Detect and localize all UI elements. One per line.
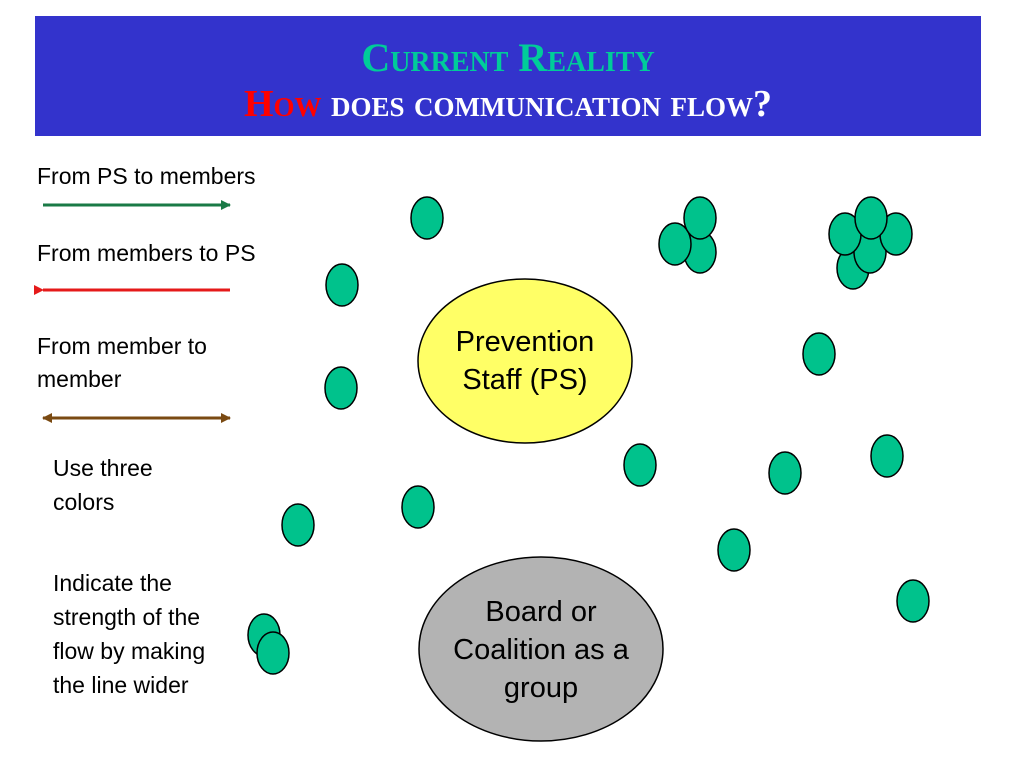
board-coalition-label: Board or Coalition as a group (453, 596, 629, 704)
note-use-three-colors: Use three colors (53, 455, 153, 515)
member-node (325, 263, 359, 307)
legend-label-member-to-member: From member to member (37, 333, 207, 392)
member-node (256, 631, 290, 675)
slide-subtitle: How does communication flow? (35, 82, 981, 126)
member-node (324, 366, 358, 410)
member-node (658, 222, 692, 266)
member-node (896, 579, 930, 623)
member-node (870, 434, 904, 478)
title-how: How (243, 83, 322, 125)
title-line-1: Current Reality (361, 35, 655, 80)
member-node (281, 503, 315, 547)
note-indicate-strength: Indicate the strength of the flow by mak… (53, 570, 206, 698)
member-node (410, 196, 444, 240)
member-node (802, 332, 836, 376)
member-node (717, 528, 751, 572)
member-node (623, 443, 657, 487)
title-banner: Current Reality How does communication f… (35, 16, 981, 136)
member-node (683, 196, 717, 240)
slide-title: Current Reality (35, 36, 981, 80)
legend-label-ps-to-members: From PS to members (37, 163, 256, 189)
legend-label-members-to-ps: From members to PS (37, 240, 256, 266)
member-node (854, 196, 888, 240)
prevention-staff-label: Prevention Staff (PS) (455, 326, 595, 396)
member-node (401, 485, 435, 529)
title-question: does communication flow? (321, 83, 773, 125)
board-coalition-node (418, 556, 664, 742)
prevention-staff-node (417, 278, 633, 444)
member-node (768, 451, 802, 495)
